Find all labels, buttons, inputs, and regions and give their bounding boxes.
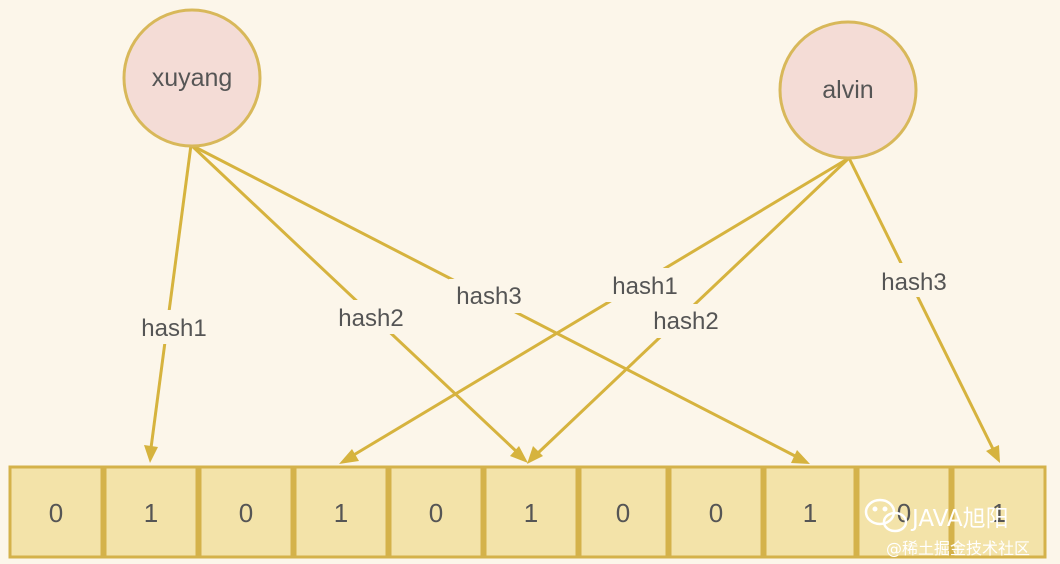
node-xuyang: xuyang (122, 8, 262, 148)
bit-cell (388, 465, 484, 559)
edge-alvin-hash1: hash1 (339, 156, 850, 464)
edge-label-alvin-hash1: hash1 (612, 273, 677, 300)
bit-value: 1 (144, 498, 158, 528)
bit-value: 1 (992, 498, 1006, 528)
bit-value: 1 (524, 498, 538, 528)
bit-cell (668, 465, 764, 559)
bit-cell (578, 465, 669, 559)
watermark-text: JAVA旭阳 (910, 506, 1009, 532)
node-label-xuyang: xuyang (152, 64, 233, 92)
arrowhead (986, 445, 1000, 463)
bit-cell (103, 465, 199, 559)
bit-value: 0 (239, 498, 253, 528)
arrowhead (791, 450, 810, 464)
bit-cell (8, 465, 104, 559)
bit-cell (293, 465, 389, 559)
edge-label-alvin-hash2: hash2 (653, 308, 718, 335)
edge-label-xuyang-hash2: hash2 (338, 305, 403, 332)
edge-xuyang-hash2: hash2 (189, 143, 528, 463)
watermark-subtext: @稀土掘金技术社区 (886, 539, 1030, 558)
wechat-icon (864, 498, 908, 533)
node-label-alvin: alvin (822, 76, 873, 104)
bit-value: 0 (897, 498, 911, 528)
edge-alvin-hash3: hash3 (847, 157, 1000, 463)
watermark: JAVA旭阳 @稀土掘金技术社区 (864, 498, 1030, 558)
edge-xuyang-hash3: hash3 (190, 143, 810, 464)
bit-cell (951, 465, 1047, 559)
bit-cell (856, 465, 952, 559)
arrowhead (527, 446, 543, 464)
bit-cell (483, 465, 579, 559)
edges-layer: hash1 hash2 hash3 hash1 hash2 (136, 143, 1000, 464)
bit-cell (763, 465, 857, 559)
edge-label-alvin-hash3: hash3 (881, 269, 946, 296)
bit-value: 1 (803, 498, 817, 528)
bit-value: 1 (334, 498, 348, 528)
bit-cell (198, 465, 294, 559)
node-alvin: alvin (778, 20, 918, 160)
bit-value: 0 (429, 498, 443, 528)
edge-xuyang-hash1: hash1 (136, 144, 212, 463)
bit-value: 0 (49, 498, 63, 528)
arrowhead (510, 446, 528, 463)
bit-array: 0 1 0 1 0 1 0 0 1 0 1 (8, 465, 1047, 559)
bit-value: 0 (709, 498, 723, 528)
bit-value: 0 (616, 498, 630, 528)
arrowhead (339, 449, 359, 464)
arrowhead (144, 445, 158, 463)
edge-label-xuyang-hash3: hash3 (456, 283, 521, 310)
edge-alvin-hash2: hash2 (527, 156, 851, 464)
edge-label-xuyang-hash1: hash1 (141, 315, 206, 342)
